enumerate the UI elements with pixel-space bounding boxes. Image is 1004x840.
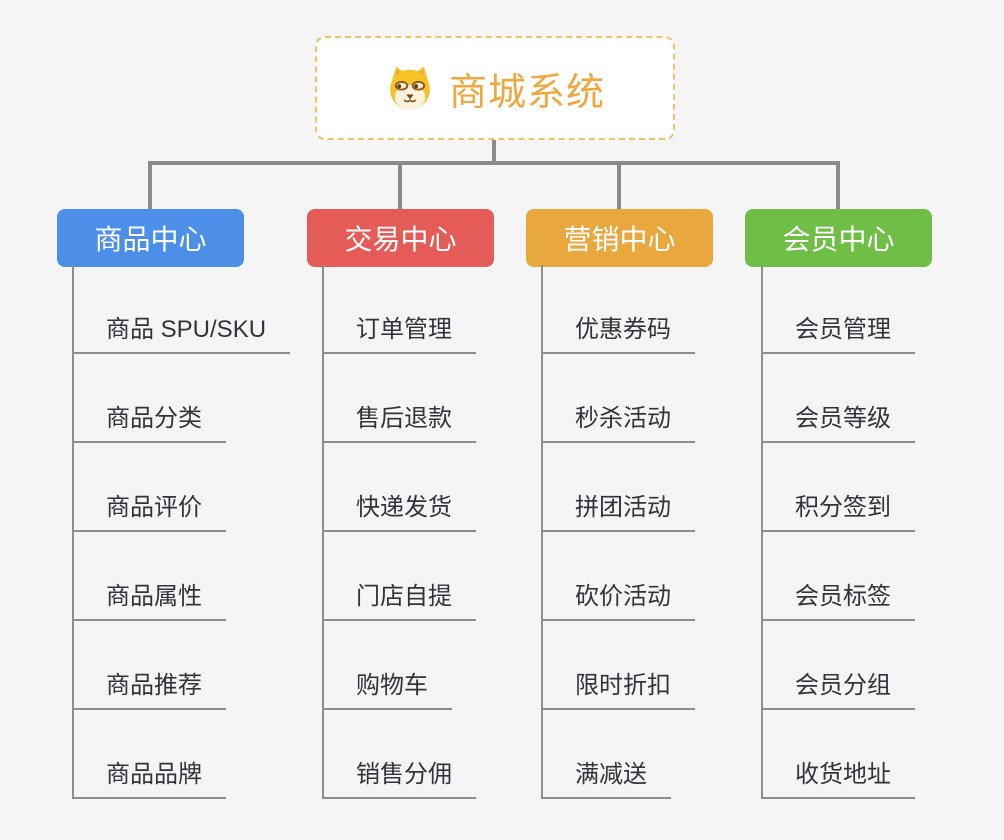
- leaf-node[interactable]: 优惠券码: [541, 309, 695, 354]
- leaf-node[interactable]: 商品 SPU/SKU: [72, 309, 291, 354]
- leaf-node[interactable]: 售后退款: [322, 398, 476, 443]
- leaf-node[interactable]: 商品分类: [72, 398, 226, 443]
- leaf-node[interactable]: 会员等级: [761, 398, 915, 443]
- leaf-node[interactable]: 收货地址: [761, 754, 915, 799]
- branch-member-center[interactable]: 会员中心: [745, 209, 932, 267]
- leaf-node[interactable]: 快递发货: [322, 487, 476, 532]
- shiba-dog-icon: [390, 66, 430, 110]
- branch-member-children: 会员管理 会员等级 积分签到 会员标签 会员分组 收货地址: [761, 265, 915, 799]
- leaf-node[interactable]: 会员管理: [761, 309, 915, 354]
- branch-product-center[interactable]: 商品中心: [57, 209, 244, 267]
- connector-drop-3: [617, 161, 621, 209]
- leaf-node[interactable]: 积分签到: [761, 487, 915, 532]
- leaf-node[interactable]: 商品属性: [72, 576, 226, 621]
- leaf-node[interactable]: 商品推荐: [72, 665, 226, 710]
- connector-drop-4: [836, 161, 840, 209]
- branch-label: 交易中心: [344, 224, 457, 255]
- leaf-node[interactable]: 满减送: [541, 754, 671, 799]
- leaf-node[interactable]: 商品评价: [72, 487, 226, 532]
- branch-trade-children: 订单管理 售后退款 快递发货 门店自提 购物车 销售分佣: [322, 265, 476, 799]
- leaf-node[interactable]: 订单管理: [322, 309, 476, 354]
- leaf-node[interactable]: 会员分组: [761, 665, 915, 710]
- connector-drop-1: [148, 161, 152, 209]
- leaf-node[interactable]: 购物车: [322, 665, 452, 710]
- leaf-node[interactable]: 限时折扣: [541, 665, 695, 710]
- root-title: 商城系统: [448, 71, 605, 114]
- branch-trade-center[interactable]: 交易中心: [307, 209, 494, 267]
- connector-root-stub: [492, 140, 496, 163]
- connector-drop-2: [398, 161, 402, 209]
- branch-marketing-center[interactable]: 营销中心: [526, 209, 713, 267]
- branch-label: 商品中心: [94, 224, 207, 255]
- leaf-node[interactable]: 门店自提: [322, 576, 476, 621]
- leaf-node[interactable]: 会员标签: [761, 576, 915, 621]
- leaf-node[interactable]: 拼团活动: [541, 487, 695, 532]
- branch-label: 会员中心: [782, 224, 895, 255]
- root-node-mall-system[interactable]: 商城系统: [315, 36, 675, 140]
- connector-bus: [148, 161, 840, 165]
- branch-label: 营销中心: [563, 224, 676, 255]
- leaf-node[interactable]: 砍价活动: [541, 576, 695, 621]
- branch-product-children: 商品 SPU/SKU 商品分类 商品评价 商品属性 商品推荐 商品品牌: [72, 265, 291, 799]
- branch-marketing-children: 优惠券码 秒杀活动 拼团活动 砍价活动 限时折扣 满减送: [541, 265, 695, 799]
- leaf-node[interactable]: 秒杀活动: [541, 398, 695, 443]
- leaf-node[interactable]: 商品品牌: [72, 754, 226, 799]
- leaf-node[interactable]: 销售分佣: [322, 754, 476, 799]
